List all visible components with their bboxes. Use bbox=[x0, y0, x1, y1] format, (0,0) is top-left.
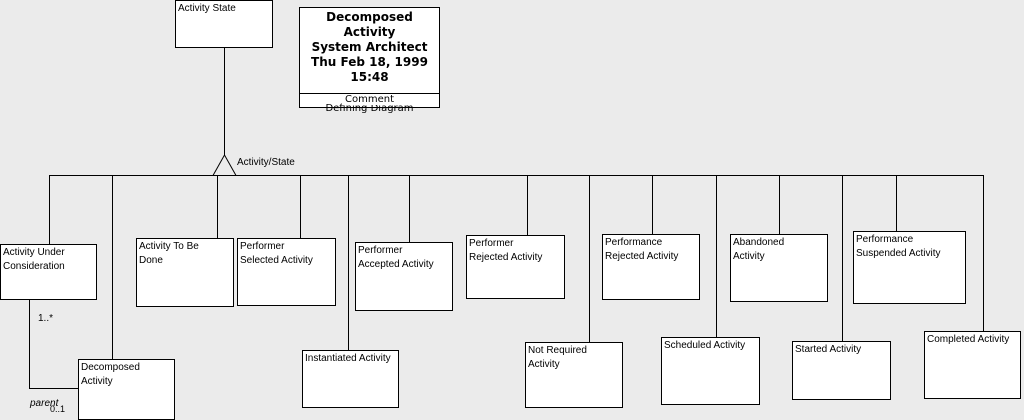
diagram-date: Thu Feb 18, 1999 bbox=[311, 55, 428, 69]
instantiated-activity-box[interactable]: Instantiated Activity bbox=[302, 350, 399, 408]
performer-rejected-activity-box[interactable]: Performer Rejected Activity bbox=[466, 235, 565, 299]
performance-suspended-activity-box[interactable]: Performance Suspended Activity bbox=[853, 231, 966, 304]
activity-state-box[interactable]: Activity State bbox=[175, 0, 273, 48]
association-role-label: parent bbox=[30, 398, 59, 409]
activity-under-consideration-box[interactable]: Activity Under Consideration bbox=[0, 244, 97, 300]
comment-label: Comment bbox=[342, 94, 397, 105]
diagram-info-box: Decomposed Activity System Architect Thu… bbox=[299, 7, 440, 114]
diagram-time: 15:48 bbox=[350, 70, 389, 84]
completed-activity-box[interactable]: Completed Activity bbox=[924, 331, 1021, 399]
performer-selected-activity-box[interactable]: Performer Selected Activity bbox=[237, 238, 336, 306]
scheduled-activity-box[interactable]: Scheduled Activity bbox=[661, 337, 760, 405]
activity-to-be-done-box[interactable]: Activity To Be Done bbox=[136, 238, 234, 307]
not-required-activity-box[interactable]: Not Required Activity bbox=[525, 342, 623, 408]
decomposed-activity-box[interactable]: Decomposed Activity bbox=[78, 359, 175, 420]
comment-separator: Comment bbox=[300, 87, 439, 105]
diagram-title: Decomposed Activity bbox=[326, 10, 413, 39]
defining-diagram-label: Defining Diagram bbox=[325, 103, 414, 114]
performance-rejected-activity-box[interactable]: Performance Rejected Activity bbox=[602, 234, 700, 300]
generalization-label: Activity/State bbox=[237, 157, 295, 168]
association-role-multiplicity: 0..1 bbox=[50, 404, 66, 414]
association-multiplicity: 1..* bbox=[38, 313, 54, 324]
generalization-triangle bbox=[212, 153, 237, 176]
abandoned-activity-box[interactable]: Abandoned Activity bbox=[730, 234, 828, 302]
performer-accepted-activity-box[interactable]: Performer Accepted Activity bbox=[355, 242, 453, 311]
started-activity-box[interactable]: Started Activity bbox=[792, 341, 891, 400]
diagram-author: System Architect bbox=[311, 40, 428, 54]
